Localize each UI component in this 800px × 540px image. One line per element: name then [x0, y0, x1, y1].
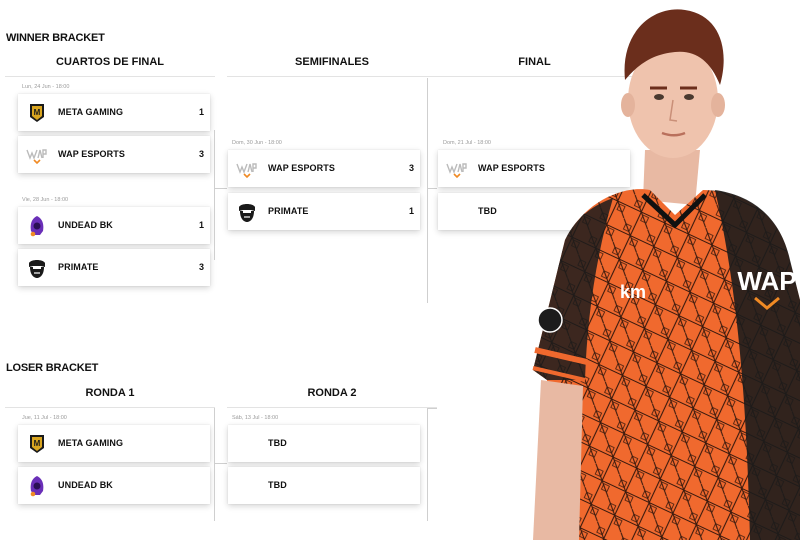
team-name: UNDEAD BK — [58, 220, 113, 230]
primate-logo-icon — [29, 260, 45, 278]
match-date: Vie, 28 Jun - 18:00 — [22, 197, 69, 203]
match-team-slot[interactable]: UNDEAD BK — [18, 467, 210, 504]
team-score: 1 — [198, 107, 204, 117]
round-divider — [227, 407, 437, 408]
team-score: 3 — [198, 149, 204, 159]
match-date: Sáb, 13 Jul - 18:00 — [232, 415, 279, 421]
wap-esports-logo-icon — [26, 149, 47, 165]
match-date: Dom, 21 Jul - 18:00 — [443, 140, 491, 146]
match-date: Dom, 30 Jun - 18:00 — [232, 140, 282, 146]
bracket-connector — [214, 463, 227, 464]
undead-bk-logo-icon — [30, 476, 44, 497]
match-date: Jue, 11 Jul - 18:00 — [22, 415, 67, 421]
round-title-r2: RONDA 2 — [307, 387, 357, 399]
match-team-slot[interactable]: WAP ESPORTS — [438, 150, 630, 187]
round-title-semifinals: SEMIFINALES — [295, 56, 369, 68]
bracket-connector — [427, 78, 428, 303]
bracket-connector — [214, 130, 215, 260]
round-divider — [5, 76, 215, 77]
player-photo: WAP km — [532, 9, 800, 540]
meta-gaming-logo-icon: M — [30, 104, 44, 122]
team-name: WAP ESPORTS — [478, 163, 545, 173]
match-date: Lun, 24 Jun - 18:00 — [22, 84, 70, 90]
team-name: PRIMATE — [58, 262, 99, 272]
round-title-quarterfinals: CUARTOS DE FINAL — [56, 56, 164, 68]
undead-bk-logo-icon — [30, 216, 44, 237]
team-name: WAP ESPORTS — [268, 163, 335, 173]
match-team-slot[interactable]: WAP ESPORTS 3 — [18, 136, 210, 173]
match-team-slot[interactable]: UNDEAD BK 1 — [18, 207, 210, 244]
team-name: TBD — [268, 438, 287, 448]
team-score: 3 — [198, 262, 204, 272]
jersey-brand-text: WAP — [737, 266, 796, 296]
bracket-connector — [214, 188, 227, 189]
primate-logo-icon — [239, 204, 255, 222]
team-score: 3 — [408, 163, 414, 173]
wap-esports-logo-icon — [446, 163, 467, 179]
jersey-sponsor-text: km — [620, 282, 646, 302]
round-divider — [5, 407, 215, 408]
team-score: 1 — [198, 220, 204, 230]
round-title-r1: RONDA 1 — [85, 387, 135, 399]
bracket-connector — [427, 408, 428, 521]
bracket-connector — [427, 188, 437, 189]
match-team-slot[interactable]: WAP ESPORTS 3 — [228, 150, 420, 187]
team-name: TBD — [478, 206, 497, 216]
match-team-slot[interactable]: PRIMATE 3 — [18, 249, 210, 286]
team-name: PRIMATE — [268, 206, 309, 216]
team-name: WAP ESPORTS — [58, 149, 125, 159]
team-name: UNDEAD BK — [58, 480, 113, 490]
team-name: TBD — [268, 480, 287, 490]
match-team-slot-tbd[interactable]: TBD — [228, 425, 420, 462]
svg-text:M: M — [34, 439, 41, 448]
svg-text:M: M — [34, 108, 41, 117]
round-divider — [437, 76, 632, 77]
round-divider — [227, 76, 437, 77]
loser-bracket-title: LOSER BRACKET — [6, 362, 99, 374]
team-name: META GAMING — [58, 438, 124, 448]
bracket-connector — [427, 408, 437, 409]
match-team-slot[interactable]: PRIMATE 1 — [228, 193, 420, 230]
match-team-slot[interactable]: M META GAMING 1 — [18, 94, 210, 131]
match-team-slot-tbd[interactable]: TBD — [228, 467, 420, 504]
winner-bracket-title: WINNER BRACKET — [6, 32, 105, 44]
wap-esports-logo-icon — [236, 163, 257, 179]
team-score: 1 — [408, 206, 414, 216]
bracket-connector — [214, 408, 215, 521]
round-title-final: FINAL — [518, 56, 551, 68]
match-team-slot[interactable]: M META GAMING — [18, 425, 210, 462]
team-name: META GAMING — [58, 107, 124, 117]
meta-gaming-logo-icon: M — [30, 435, 44, 453]
